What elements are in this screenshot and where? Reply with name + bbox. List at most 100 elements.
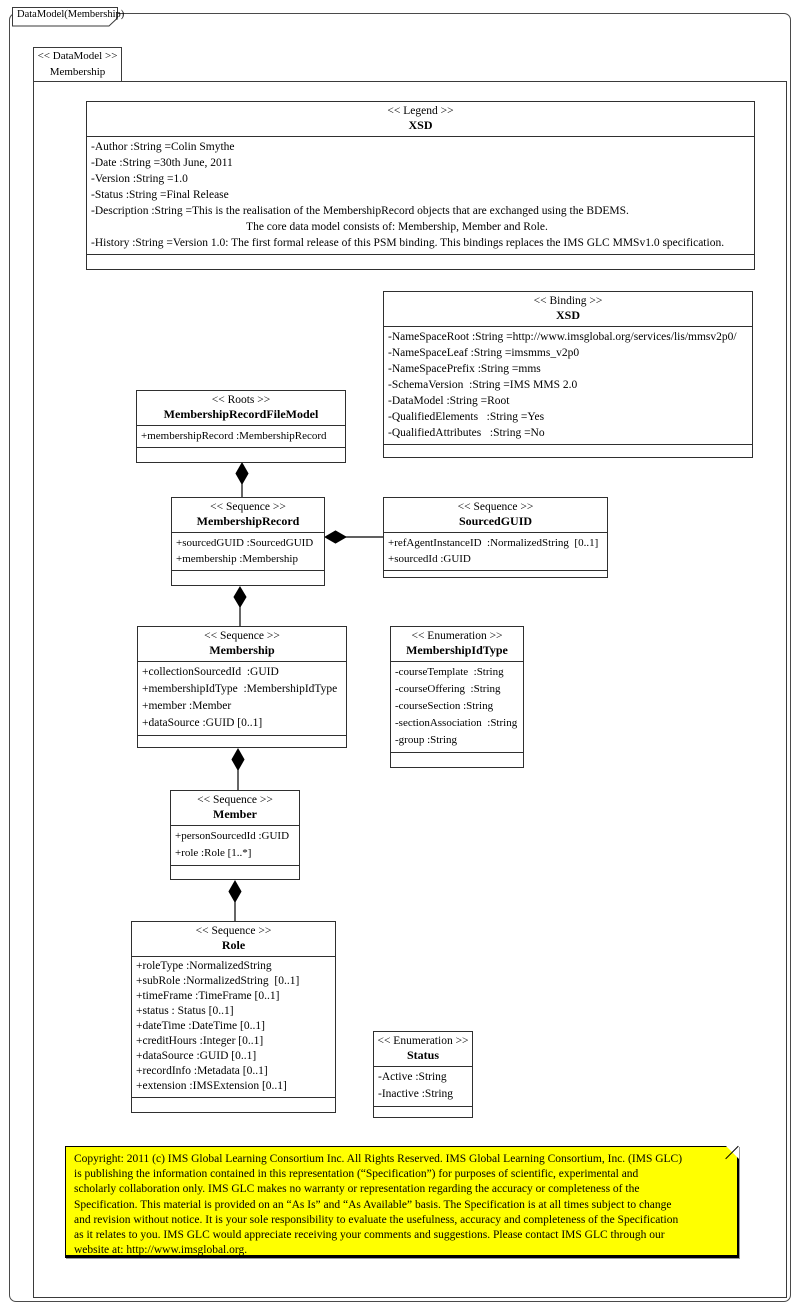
attributes-compartment: -Active :String -Inactive :String xyxy=(374,1067,472,1107)
attribute-line: -Date :String =30th June, 2011 xyxy=(91,157,233,169)
attribute-line: +refAgentInstanceID :NormalizedString [0… xyxy=(388,537,599,549)
attribute-line: +subRole :NormalizedString [0..1] xyxy=(136,975,300,987)
class-stereotype: << Sequence >> xyxy=(204,630,280,642)
frame-label: << DataModel >> Membership xyxy=(33,47,122,82)
class-header: << Sequence >> Role xyxy=(132,922,335,957)
class-name: Role xyxy=(221,938,246,952)
attribute-line: +sourcedGUID :SourcedGUID xyxy=(176,537,314,549)
class-name: Status xyxy=(406,1048,439,1062)
class-header: << Sequence >> Member xyxy=(171,791,299,826)
attribute-line: -History :String =Version 1.0: The first… xyxy=(91,237,725,249)
class-stereotype: << Enumeration >> xyxy=(377,1035,469,1047)
attribute-line: -NameSpaceRoot :String =http://www.imsgl… xyxy=(388,331,737,343)
class-header: << Sequence >> Membership xyxy=(138,627,346,662)
class-header: << Sequence >> SourcedGUID xyxy=(384,498,607,533)
attribute-line: +dataSource :GUID [0..1] xyxy=(136,1050,257,1062)
page-border xyxy=(9,13,791,1302)
attribute-line: -Inactive :String xyxy=(378,1088,454,1100)
class-header: << Sequence >> MembershipRecord xyxy=(172,498,324,533)
attribute-line: +membership :Membership xyxy=(176,553,298,565)
diagram-frame xyxy=(33,81,787,1298)
class-role: << Sequence >> Role +roleType :Normalize… xyxy=(131,921,336,1113)
attribute-line: -Active :String xyxy=(378,1071,447,1083)
attribute-line: -Description :String =This is the realis… xyxy=(91,205,629,217)
class-membershiprecordfilemodel: << Roots >> MembershipRecordFileModel +m… xyxy=(136,390,346,463)
attribute-line: -sectionAssociation :String xyxy=(395,717,518,729)
attributes-compartment: -NameSpaceRoot :String =http://www.imsgl… xyxy=(384,327,752,445)
class-name: Membership xyxy=(209,643,275,657)
attribute-line: -SchemaVersion :String =IMS MMS 2.0 xyxy=(388,379,578,391)
attribute-line: +dataSource :GUID [0..1] xyxy=(142,717,263,729)
note-text-line: is publishing the information contained … xyxy=(74,1168,639,1181)
note-text-line: as it relates to you. IMS GLC would appr… xyxy=(74,1229,665,1242)
class-membershipidtype: << Enumeration >> MembershipIdType -cour… xyxy=(390,626,524,768)
attribute-line: -courseSection :String xyxy=(395,700,494,712)
attribute-line: +creditHours :Integer [0..1] xyxy=(136,1035,264,1047)
attribute-line: +status : Status [0..1] xyxy=(136,1005,234,1017)
class-stereotype: << Binding >> xyxy=(533,295,603,307)
class-binding: << Binding >> XSD -NameSpaceRoot :String… xyxy=(383,291,753,458)
attributes-compartment: +roleType :NormalizedString +subRole :Nor… xyxy=(132,957,335,1098)
class-stereotype: << Enumeration >> xyxy=(411,630,503,642)
class-name: XSD xyxy=(408,118,433,132)
note-text-line: scholarly collaboration only. IMS GLC ma… xyxy=(74,1183,640,1196)
operations-compartment xyxy=(132,1098,335,1112)
note-text-line: website at: http://www.imsglobal.org. xyxy=(74,1244,248,1257)
diagram-tab-label: DataModel(Membership) xyxy=(17,9,125,20)
attribute-line: -group :String xyxy=(395,734,458,746)
note-text-line: Copyright: 2011 (c) IMS Global Learning … xyxy=(74,1153,683,1165)
attribute-line: -NameSpacePrefix :String =mms xyxy=(388,363,541,375)
attribute-line: +collectionSourcedId :GUID xyxy=(142,666,279,678)
attributes-compartment: -courseTemplate :String -courseOffering :… xyxy=(391,662,523,753)
operations-compartment xyxy=(137,448,345,462)
class-name: MembershipRecordFileModel xyxy=(163,407,319,421)
attribute-line: -QualifiedElements :String =Yes xyxy=(388,411,545,423)
class-name: MembershipRecord xyxy=(196,514,300,528)
class-header: << Enumeration >> MembershipIdType xyxy=(391,627,523,662)
attribute-line: +sourcedId :GUID xyxy=(388,553,471,565)
operations-compartment xyxy=(171,866,299,879)
class-stereotype: << Sequence >> xyxy=(195,925,272,937)
class-name: XSD xyxy=(555,308,580,322)
class-status: << Enumeration >> Status -Active :String… xyxy=(373,1031,473,1118)
class-header: << Enumeration >> Status xyxy=(374,1032,472,1067)
attributes-compartment: +collectionSourcedId :GUID +membershipIdT… xyxy=(138,662,346,736)
attribute-line: +roleType :NormalizedString xyxy=(136,960,272,972)
class-stereotype: << Sequence >> xyxy=(210,501,286,513)
attribute-line: -Version :String =1.0 xyxy=(91,173,188,185)
attribute-line: -NameSpaceLeaf :String =imsmms_v2p0 xyxy=(388,347,580,359)
attribute-line: -courseOffering :String xyxy=(395,683,501,695)
class-legend: << Legend >> XSD -Author :String =Colin … xyxy=(86,101,755,270)
attribute-line: +timeFrame :TimeFrame [0..1] xyxy=(136,990,280,1002)
class-stereotype: << Roots >> xyxy=(211,394,271,406)
attribute-line: -Author :String =Colin Smythe xyxy=(91,141,235,153)
class-header: << Roots >> MembershipRecordFileModel xyxy=(137,391,345,426)
operations-compartment xyxy=(138,736,346,747)
attribute-line: +membershipIdType :MembershipIdType xyxy=(142,683,338,695)
operations-compartment xyxy=(391,753,523,767)
attribute-line: -courseTemplate :String xyxy=(395,666,504,678)
operations-compartment xyxy=(384,571,607,577)
class-membershiprecord: << Sequence >> MembershipRecord +sourced… xyxy=(171,497,325,586)
attributes-compartment: +personSourcedId :GUID+role :Role [1..*] xyxy=(171,826,299,866)
class-stereotype: << Legend >> xyxy=(387,105,454,117)
attribute-line: +role :Role [1..*] xyxy=(175,847,252,859)
class-sourcedguid: << Sequence >> SourcedGUID +refAgentInst… xyxy=(383,497,608,578)
attribute-line: -DataModel :String =Root xyxy=(388,395,510,407)
class-member: << Sequence >> Member +personSourcedId :… xyxy=(170,790,300,880)
attributes-compartment: +refAgentInstanceID :NormalizedString [0… xyxy=(384,533,607,571)
operations-compartment xyxy=(172,571,324,585)
class-stereotype: << Sequence >> xyxy=(457,501,534,513)
operations-compartment xyxy=(87,255,754,269)
operations-compartment xyxy=(384,445,752,457)
attribute-line: -Status :String =Final Release xyxy=(91,189,229,201)
class-header: << Binding >> XSD xyxy=(384,292,752,327)
attribute-line: +recordInfo :Metadata [0..1] xyxy=(136,1065,268,1077)
attribute-line: -QualifiedAttributes :String =No xyxy=(388,427,545,439)
class-stereotype: << Sequence >> xyxy=(197,794,273,806)
class-name: MembershipIdType xyxy=(406,643,508,657)
note-text-line: Specification. This material is provided… xyxy=(74,1198,672,1211)
attribute-line: The core data model consists of: Members… xyxy=(91,221,548,233)
attribute-line: +extension :IMSExtension [0..1] xyxy=(136,1080,287,1092)
operations-compartment xyxy=(374,1107,472,1117)
